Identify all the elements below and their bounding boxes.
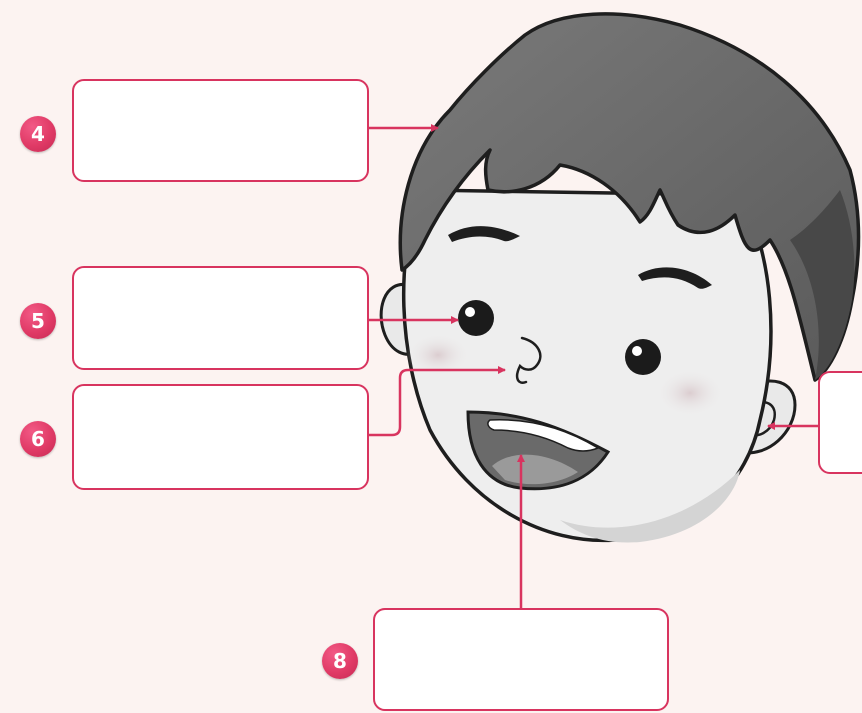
ear-answer-box[interactable] bbox=[818, 371, 862, 474]
mouth-answer-box[interactable] bbox=[373, 608, 669, 711]
left-eye bbox=[458, 300, 494, 336]
number-badge-6: 6 bbox=[20, 421, 56, 457]
right-cheek bbox=[656, 369, 724, 417]
hair-answer-box[interactable] bbox=[72, 79, 369, 182]
right-eye bbox=[625, 339, 661, 375]
eye-answer-box[interactable] bbox=[72, 266, 369, 370]
number-badge-8: 8 bbox=[322, 643, 358, 679]
right-eye-highlight bbox=[632, 346, 642, 356]
nose-answer-box[interactable] bbox=[72, 384, 369, 490]
left-eye-highlight bbox=[465, 307, 475, 317]
number-badge-4: 4 bbox=[20, 116, 56, 152]
number-badge-5: 5 bbox=[20, 303, 56, 339]
